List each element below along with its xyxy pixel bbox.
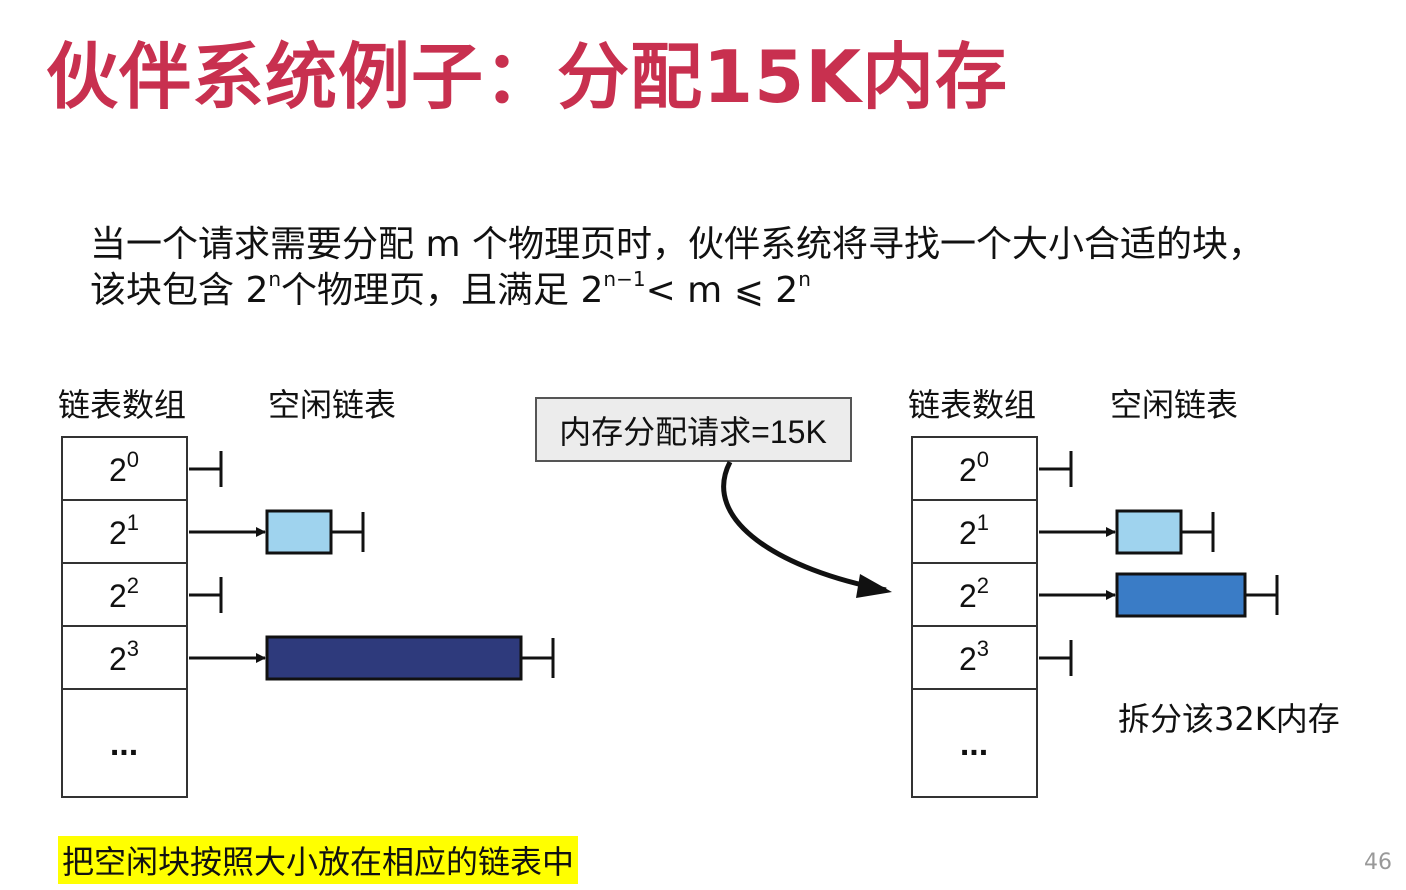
superscript-n-minus-1: n−1 <box>603 267 646 291</box>
request-arrow-head <box>856 574 892 598</box>
request-box <box>535 397 852 462</box>
right-array-cell <box>911 499 1038 564</box>
description-line-2-a: 该块包含 2 <box>90 270 269 311</box>
description-line-2: 该块包含 2n个物理页，且满足 2n−1< m ⩽ 2n <box>90 268 1264 314</box>
left-array-cell-more <box>61 688 188 798</box>
left-power-label: 20 <box>109 447 139 488</box>
request-arrow-curve <box>721 460 887 593</box>
right-power-label: 22 <box>959 573 989 614</box>
left-power-label: 22 <box>109 573 139 614</box>
request-box-label: 内存分配请求=15K <box>559 414 827 450</box>
superscript-n: n <box>268 267 282 291</box>
left-free-block-light <box>265 509 333 555</box>
left-array-label: 链表数组 <box>58 386 187 424</box>
left-array-cell <box>61 499 188 564</box>
left-panel: 20 21 22 23... <box>61 436 555 798</box>
right-free-block-medium <box>1115 572 1247 618</box>
right-freelist-label: 空闲链表 <box>1110 386 1239 424</box>
description: 当一个请求需要分配 m 个物理页时，伙伴系统将寻找一个大小合适的块， 该块包含 … <box>90 222 1264 314</box>
right-panel: 20 21 22 23... <box>911 436 1279 798</box>
right-array-cell-more <box>911 688 1038 798</box>
superscript-n-end: n <box>798 267 811 291</box>
left-array-cell <box>61 562 188 627</box>
description-line-2-b: 个物理页，且满足 2 <box>281 270 604 311</box>
left-free-block-dark <box>265 635 523 681</box>
left-freelist-label: 空闲链表 <box>268 386 397 424</box>
right-power-label: 20 <box>959 447 989 488</box>
right-array-label: 链表数组 <box>908 386 1037 424</box>
left-power-label: 21 <box>109 510 139 551</box>
page-number: 46 <box>1364 850 1392 875</box>
highlight-note: 把空闲块按照大小放在相应的链表中 <box>58 836 579 884</box>
left-array-cell <box>61 625 188 690</box>
left-power-label: 23 <box>109 636 139 677</box>
description-line-1: 当一个请求需要分配 m 个物理页时，伙伴系统将寻找一个大小合适的块， <box>90 224 1264 265</box>
right-power-label: 23 <box>959 636 989 677</box>
right-free-block-light <box>1115 509 1183 555</box>
right-array-cell <box>911 436 1038 501</box>
left-array-cell <box>61 436 188 501</box>
slide-title: 伙伴系统例子：分配15K内存 <box>46 35 1008 119</box>
left-ellipsis: ... <box>110 725 138 763</box>
split-note: 拆分该32K内存 <box>1118 700 1340 738</box>
right-ellipsis: ... <box>960 725 988 763</box>
right-power-label: 21 <box>959 510 989 551</box>
description-line-2-c: < m ⩽ 2 <box>645 270 799 311</box>
